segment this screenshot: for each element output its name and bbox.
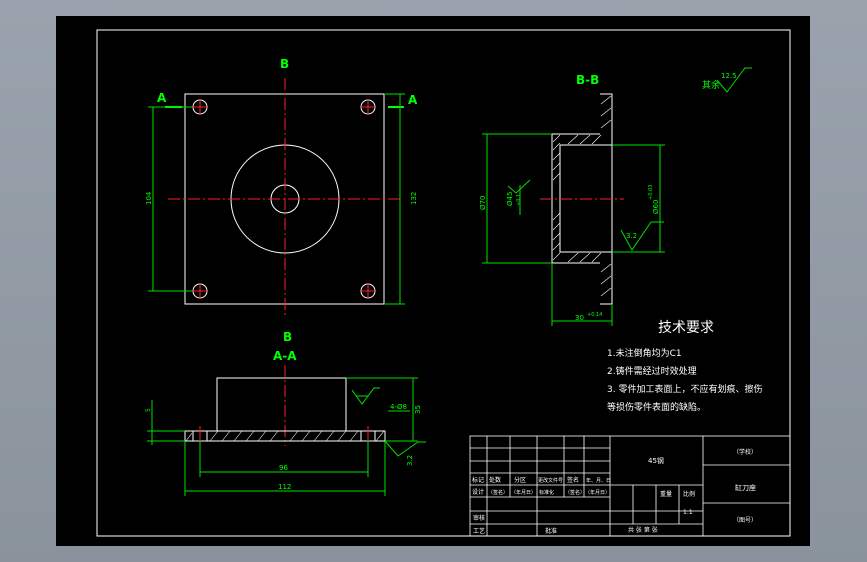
tb-weight-label: 重量	[660, 490, 672, 498]
dim-60: Ø60	[652, 200, 660, 214]
tb-drawing-no: （图号）	[733, 517, 757, 524]
tb-process: 工艺	[473, 527, 485, 535]
tb-hdr-4: 签名	[567, 476, 579, 484]
dim-30: 30	[575, 314, 584, 322]
tech-item-3-cont: 等损伤零件表面的缺陷。	[607, 401, 706, 413]
dim-112: 112	[278, 483, 291, 491]
section-bb-title: B-B	[576, 73, 599, 87]
dim-70: Ø70	[479, 196, 487, 210]
roughness-aa-value: 3.2	[406, 455, 414, 466]
roughness-other: 其余 12.5	[702, 67, 752, 93]
aa-hatch	[185, 430, 385, 442]
drawing-border	[96, 29, 791, 537]
dim-45: Ø45	[506, 192, 514, 206]
aa-base	[184, 430, 386, 442]
tech-item-2: 2.铸件需经过时效处理	[607, 365, 697, 377]
tb-hdr-1: 处数	[489, 476, 501, 484]
dim-96: 96	[279, 464, 288, 472]
cad-viewport[interactable]: B B A A 104 132 B-B	[56, 16, 810, 546]
dim-45-tol: +0.1	[516, 194, 522, 206]
tb-school: （学校）	[733, 448, 757, 456]
tb-approve: 批准	[545, 527, 557, 535]
tech-item-1: 1.未注倒角均为C1	[607, 347, 682, 359]
tb-design-1: （签名）	[488, 489, 508, 496]
dim-5: 5	[145, 408, 152, 412]
roughness-other-label: 其余	[702, 79, 720, 91]
tb-design-2: （年月日）	[511, 489, 536, 496]
section-hatch	[552, 95, 612, 297]
tb-material: 45钢	[648, 456, 664, 465]
dim-30-tol: +0.14	[587, 312, 602, 318]
tb-design-5: （年月日）	[585, 489, 610, 496]
dim-132: 132	[410, 192, 418, 205]
tb-sheets: 共 张 第 张	[628, 526, 658, 534]
tb-audit: 审核	[473, 514, 485, 522]
top-view: B B A A 104 132	[145, 57, 418, 344]
tb-part-name: 缸刀座	[735, 483, 756, 492]
dim-hole: 4-Ø8	[390, 403, 407, 411]
tech-item-3: 3. 零件加工表面上，不应有划痕、擦伤	[607, 383, 762, 395]
roughness-bb-value: 3.2	[626, 232, 637, 240]
roughness-other-symbol	[716, 67, 752, 93]
tb-design-3: 标准化	[539, 489, 554, 496]
section-aa-view: A-A 35 4-Ø8	[145, 349, 426, 496]
dim-60-tol: +0.03	[648, 185, 654, 200]
tb-hdr-2: 分区	[514, 476, 526, 484]
roughness-aa-bottom	[384, 440, 426, 457]
rough-45	[507, 179, 531, 194]
dim-104: 104	[145, 191, 153, 205]
tb-design-0: 设计	[472, 488, 484, 496]
section-b-top: B	[280, 57, 289, 71]
section-b-bottom: B	[283, 330, 292, 344]
roughness-bb	[620, 221, 664, 251]
section-aa-title: A-A	[273, 349, 297, 363]
tb-hdr-3: 更改文件号	[538, 477, 563, 484]
title-block-text: 45钢 （学校） 缸刀座 （图号） 重量 比例 1:1 共 张 第 张 标记 处…	[472, 448, 757, 535]
tech-requirements: 技术要求 1.未注倒角均为C1 2.铸件需经过时效处理 3. 零件加工表面上，不…	[607, 320, 762, 413]
tb-scale-value: 1:1	[683, 509, 693, 516]
tech-title: 技术要求	[658, 320, 714, 336]
roughness-other-value: 12.5	[721, 72, 737, 80]
aa-boss	[216, 377, 347, 431]
tb-hdr-0: 标记	[472, 476, 484, 484]
engineering-drawing: B B A A 104 132 B-B	[96, 29, 791, 537]
tb-scale-label: 比例	[683, 490, 695, 498]
tb-hdr-5: 年、月、日	[586, 477, 611, 484]
section-a-left: A	[157, 91, 167, 105]
title-block	[469, 435, 791, 537]
section-bb-view: B-B	[479, 73, 665, 326]
dim-35: 35	[414, 405, 422, 414]
tb-design-4: （签名）	[565, 489, 585, 496]
section-a-right: A	[408, 93, 418, 107]
